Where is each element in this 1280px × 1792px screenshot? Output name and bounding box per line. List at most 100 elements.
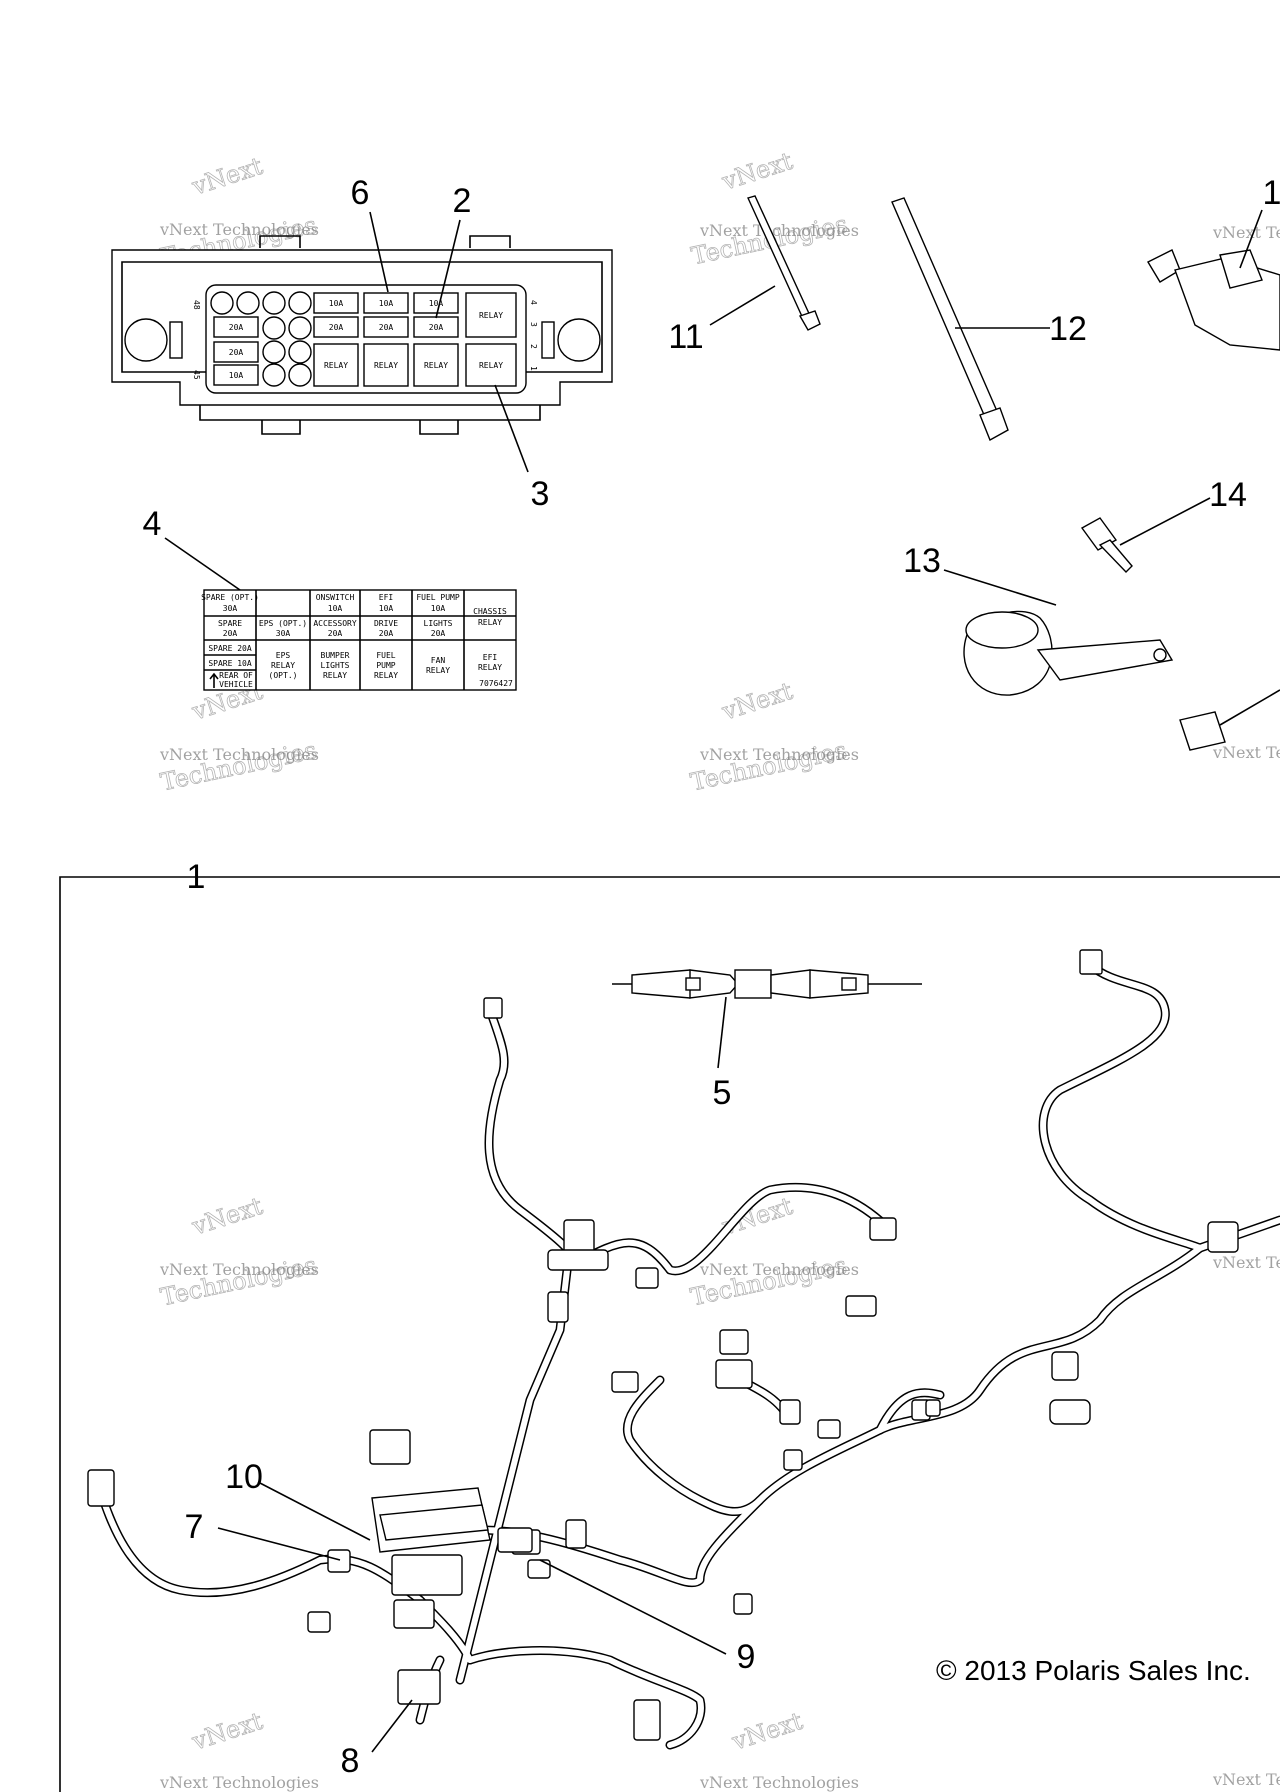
connector: [547, 1291, 569, 1323]
callout-1-right: 1: [1263, 174, 1280, 212]
svg-text:10A: 10A: [328, 604, 343, 613]
svg-text:LIGHTS: LIGHTS: [424, 619, 453, 628]
side-label: 1: [529, 366, 538, 371]
connector: [635, 1267, 659, 1289]
connector: [817, 1419, 841, 1439]
svg-text:SPARE (OPT.): SPARE (OPT.): [201, 593, 259, 602]
svg-text:RELAY: RELAY: [374, 671, 398, 680]
watermark-fragment: vNext Te: [1212, 223, 1280, 242]
svg-text:FUEL PUMP: FUEL PUMP: [416, 593, 460, 602]
callout-2: 2: [453, 182, 472, 220]
fuse-rating: 10A: [429, 299, 444, 308]
callout-12: 12: [1049, 310, 1087, 348]
relay: [313, 343, 359, 387]
callout-9: 9: [737, 1638, 756, 1676]
svg-text:FAN: FAN: [431, 656, 446, 665]
watermark-vnext: vNext: [188, 152, 266, 201]
relay: [413, 343, 459, 387]
fuse-block: 48 45 4 3 2 1 10A 10A 10A RELAY 20A 20A …: [111, 235, 613, 435]
connector: [87, 1469, 115, 1507]
socket-grid: [210, 291, 312, 387]
connector: [483, 997, 503, 1019]
side-label: 4: [529, 300, 538, 305]
svg-text:30A: 30A: [223, 604, 238, 613]
watermark-fragment: vNext Te: [1212, 1253, 1280, 1272]
mounting-hole: [124, 318, 168, 362]
svg-text:FUEL: FUEL: [376, 651, 395, 660]
push-rivet: 14: [1080, 476, 1247, 573]
svg-text:RELAY: RELAY: [478, 663, 502, 672]
svg-text:20A: 20A: [431, 629, 446, 638]
part-number: 7076427: [479, 679, 513, 688]
relay: [363, 343, 409, 387]
connector: [925, 1399, 941, 1417]
edge-fastener: [1179, 689, 1280, 751]
clip-slot: [541, 321, 555, 359]
svg-text:10A: 10A: [431, 604, 446, 613]
svg-text:30A: 30A: [276, 629, 291, 638]
svg-text:EFI: EFI: [379, 593, 394, 602]
connector: [719, 1329, 749, 1355]
main-wire-harness: [87, 949, 1280, 1750]
fuse: [413, 292, 459, 314]
watermark-line: vNext Technologies: [159, 1773, 319, 1792]
fuse: [213, 341, 259, 363]
svg-text:RELAY: RELAY: [323, 671, 347, 680]
relay-label: RELAY: [374, 361, 398, 370]
fuse-rating: 20A: [429, 323, 444, 332]
svg-text:EPS: EPS: [276, 651, 291, 660]
svg-text:ACCESSORY: ACCESSORY: [313, 619, 357, 628]
side-label: 48: [192, 300, 201, 310]
svg-text:SPARE 10A: SPARE 10A: [208, 659, 252, 668]
watermark-line: vNext Technologies: [699, 221, 859, 240]
svg-text:LIGHTS: LIGHTS: [321, 661, 350, 670]
relay-label: RELAY: [479, 311, 503, 320]
grommet: [1049, 1399, 1091, 1425]
fuse-rating: 20A: [229, 348, 244, 357]
svg-text:20A: 20A: [328, 629, 343, 638]
side-label: 3: [529, 322, 538, 327]
callout-1: 1: [187, 858, 206, 896]
callout-5: 5: [713, 1074, 732, 1112]
harness-frame: [59, 876, 1280, 1792]
watermark-line: vNext Technologies: [159, 745, 319, 764]
fuse-label-table: 4 SPARE (OPT.) 30A ONSWITCH 10A EFI 10A …: [143, 505, 517, 691]
fuse-rating: 10A: [329, 299, 344, 308]
fuse: [313, 292, 359, 314]
grommet: [1207, 1221, 1239, 1253]
watermark-line: vNext Technologies: [699, 745, 859, 764]
watermark-fragment: vNext Te: [1212, 743, 1280, 762]
connector: [869, 1217, 897, 1241]
watermark-vnext: vNext: [188, 1707, 266, 1756]
callout-13: 13: [903, 542, 941, 580]
watermark-line: vNext Technologies: [159, 1260, 319, 1279]
svg-text:BUMPER: BUMPER: [321, 651, 350, 660]
connector: [633, 1699, 661, 1741]
fuse-rating: 10A: [229, 371, 244, 380]
callout-6: 6: [351, 174, 370, 212]
svg-text:RELAY: RELAY: [426, 666, 450, 675]
svg-text:10A: 10A: [379, 604, 394, 613]
svg-text:EPS (OPT.): EPS (OPT.): [259, 619, 307, 628]
svg-text:RELAY: RELAY: [271, 661, 295, 670]
watermark-vnext: vNext: [718, 677, 796, 726]
relay: [465, 292, 517, 338]
watermark-vnext: vNext: [728, 1707, 806, 1756]
relay-label: RELAY: [424, 361, 448, 370]
callout-4: 4: [143, 505, 162, 543]
fuse: [313, 316, 359, 338]
callout-7: 7: [185, 1508, 204, 1546]
fuse-rating: 20A: [379, 323, 394, 332]
svg-text:SPARE: SPARE: [218, 619, 242, 628]
cable-tie-small: 11: [668, 195, 821, 356]
fuse-rating: 10A: [379, 299, 394, 308]
fuse-rating: 20A: [329, 323, 344, 332]
callout-14: 14: [1209, 476, 1247, 514]
svg-text:PUMP: PUMP: [376, 661, 395, 670]
connector: [715, 1359, 753, 1389]
connector: [779, 1399, 801, 1425]
relay: [465, 343, 517, 387]
svg-text:CHASSIS: CHASSIS: [473, 607, 507, 616]
relay-label: RELAY: [479, 361, 503, 370]
